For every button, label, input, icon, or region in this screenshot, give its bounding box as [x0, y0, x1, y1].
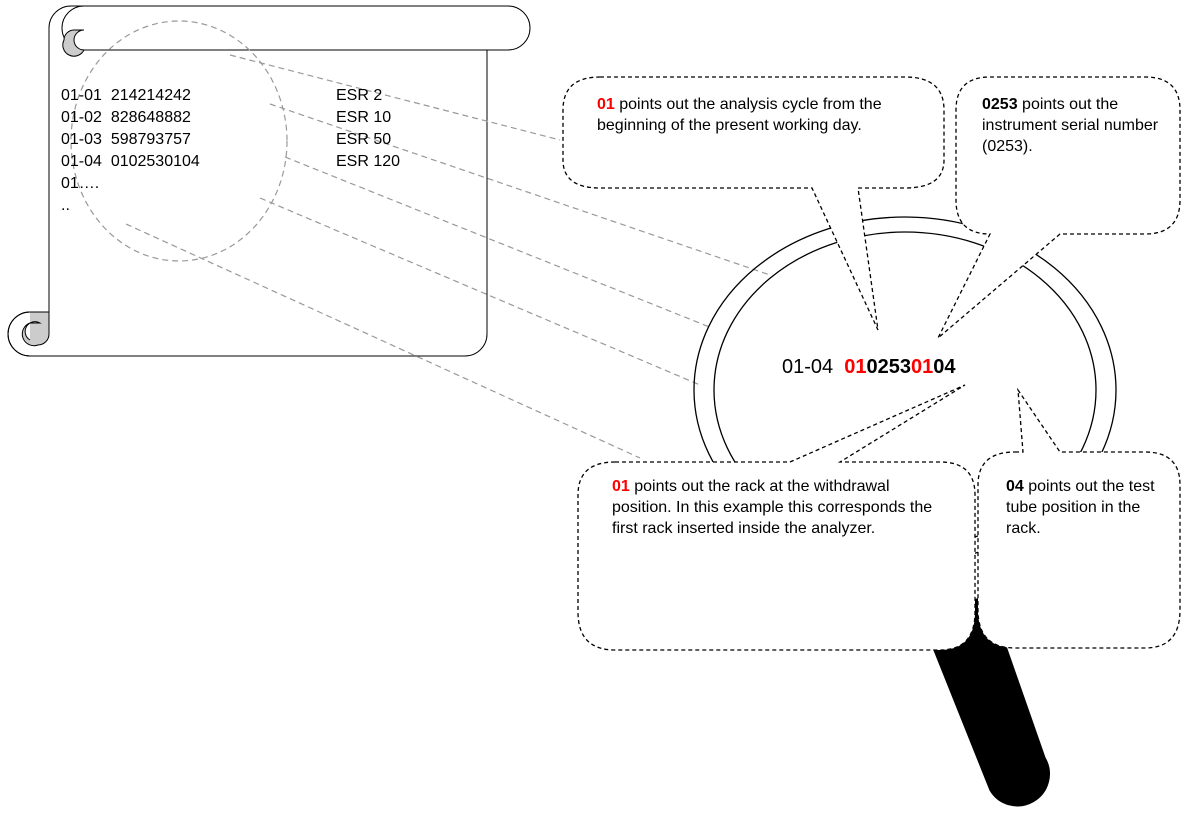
- list-more: 01….: [61, 175, 100, 192]
- callout-key: 04: [1006, 478, 1024, 495]
- callout-key: 0253: [982, 96, 1018, 113]
- callout-cycle: 01 points out the analysis cycle from th…: [597, 94, 937, 136]
- callout-tube: 04 points out the test tube position in …: [1006, 476, 1176, 539]
- list-row: 01-04 0102530104: [61, 151, 200, 173]
- callout-bubble-cycle: [562, 76, 945, 331]
- row-result: ESR 50: [336, 131, 392, 148]
- list-row: 01-03 598793757: [61, 129, 191, 151]
- callout-bubble-serial: [937, 76, 1181, 339]
- callout-text: points out the rack at the withdrawal po…: [612, 478, 933, 537]
- callout-bubbles: [562, 76, 1181, 651]
- callout-text: points out the analysis cycle from the b…: [597, 96, 882, 134]
- row-position: 01-01: [61, 87, 102, 104]
- callout-bubble-tube: [977, 387, 1181, 649]
- row-result: ESR 10: [336, 109, 392, 126]
- row-result: ESR 2: [336, 87, 383, 104]
- code-part-serial: 0253: [866, 356, 912, 378]
- row-code: 828648882: [110, 109, 191, 126]
- focus-ellipse: [70, 20, 288, 262]
- row-code: 0102530104: [110, 153, 200, 170]
- magnifier-handle: [929, 594, 1050, 807]
- callout-bubble-rack: [577, 384, 976, 651]
- code-part-tube: 04: [933, 356, 956, 378]
- callout-key: 01: [597, 96, 615, 113]
- projection-lines: [125, 54, 771, 459]
- callout-serial: 0253 points out the instrument serial nu…: [982, 94, 1167, 157]
- list-row: 01-02 828648882: [61, 107, 191, 129]
- magnified-position: 01-04: [782, 356, 834, 378]
- magnified-code: 01-04 0102530104: [782, 355, 956, 379]
- row-position: 01-04: [61, 153, 102, 170]
- row-code: 214214242: [110, 87, 191, 104]
- row-position: 01-03: [61, 131, 102, 148]
- code-part-cycle: 01: [844, 356, 867, 378]
- list-row: 01-01 214214242: [61, 85, 191, 107]
- row-position: 01-02: [61, 109, 102, 126]
- list-more: ..: [61, 197, 70, 214]
- scroll-document: [7, 5, 531, 357]
- callout-rack: 01 points out the rack at the withdrawal…: [612, 476, 952, 539]
- callout-text: points out the instrument serial number …: [982, 96, 1159, 155]
- row-result: ESR 120: [336, 153, 401, 170]
- callout-key: 01: [612, 478, 630, 495]
- callout-text: points out the test tube position in the…: [1006, 478, 1155, 537]
- code-part-rack: 01: [911, 356, 934, 378]
- row-code: 598793757: [110, 131, 191, 148]
